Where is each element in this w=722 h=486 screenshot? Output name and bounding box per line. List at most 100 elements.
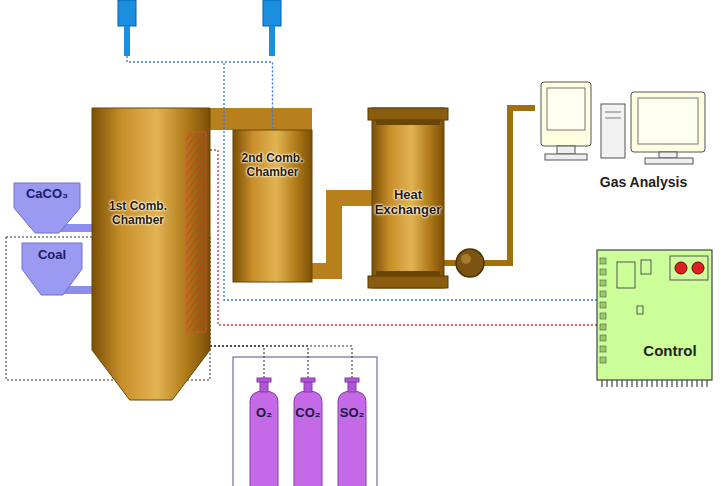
heat-exchanger: Heat Exchanger	[372, 108, 444, 288]
connector-pin	[626, 380, 627, 387]
panel-slot	[600, 258, 606, 264]
chamber-body	[233, 130, 312, 282]
flange	[368, 276, 448, 288]
connector-pin	[601, 380, 602, 387]
indicator-lamp	[675, 262, 687, 274]
node-label: 1st Comb. Chamber	[96, 200, 180, 228]
panel-slot	[600, 280, 606, 286]
node-shape	[292, 378, 324, 486]
connector-pin	[641, 380, 642, 387]
connector-pin	[701, 380, 702, 387]
panel-module	[637, 306, 643, 314]
panel-body	[597, 250, 712, 380]
control-panel: Control	[597, 250, 712, 380]
monitor-base	[545, 154, 587, 160]
exchanger-body	[372, 108, 444, 288]
monitor-stand	[557, 146, 575, 154]
connector-pin	[636, 380, 637, 387]
cylinder-valve	[260, 382, 268, 392]
monitor-base	[645, 158, 693, 164]
panel-slot	[600, 324, 606, 330]
panel-slot	[600, 346, 606, 352]
connector-pin	[661, 380, 662, 387]
panel-slot	[600, 291, 606, 297]
connector-pin	[696, 380, 697, 387]
actuator	[118, 0, 136, 26]
node-shape	[248, 378, 280, 486]
cylinder-valve	[348, 382, 356, 392]
flange	[368, 108, 448, 120]
connector-pin	[686, 380, 687, 387]
text-block: 2nd Comb. Chamber	[235, 152, 310, 180]
connector-pin	[671, 380, 672, 387]
panel-module	[617, 262, 635, 288]
gas-cylinder: O₂	[248, 378, 280, 486]
hopper: CaCO₃	[14, 183, 80, 233]
text-block: Gas Analysis	[575, 174, 712, 190]
gas-analyzer: Gas Analysis	[535, 78, 712, 196]
monitor-screen	[638, 98, 698, 144]
indicator-lamp	[692, 262, 704, 274]
connector-pin	[621, 380, 622, 387]
monitor	[631, 92, 705, 152]
drive-slot	[605, 118, 621, 119]
connector-pin	[666, 380, 667, 387]
connector-pin	[616, 380, 617, 387]
flange-ring	[376, 120, 440, 125]
node-label: Gas Analysis	[575, 174, 712, 190]
pump	[456, 249, 484, 277]
node-label: Coal	[22, 248, 82, 263]
heater-coil	[186, 132, 206, 332]
hopper-body	[22, 243, 82, 295]
node-label: CO₂	[292, 406, 324, 421]
text-block: Heat Exchanger	[374, 188, 442, 218]
actuator-stem	[124, 26, 130, 56]
connector-pin	[656, 380, 657, 387]
text-block: Coal	[22, 248, 82, 263]
panel-slot	[600, 313, 606, 319]
text-block: O₂	[248, 406, 280, 421]
text-block: Control	[631, 342, 709, 359]
pump-highlight	[461, 254, 471, 264]
cylinder-cap	[345, 378, 359, 382]
actuator-stem	[269, 26, 275, 56]
hopper-body	[14, 183, 80, 233]
node-label: Heat Exchanger	[374, 188, 442, 218]
connector	[210, 346, 264, 378]
panel-slot	[600, 357, 606, 363]
combustion-chamber: 2nd Comb. Chamber	[233, 130, 312, 282]
flange-ring	[376, 271, 440, 276]
gas-supply-frame	[233, 357, 377, 486]
node-shape	[597, 250, 712, 380]
monitor-stand	[659, 152, 677, 158]
drive-slot	[605, 112, 621, 113]
signal-line	[127, 56, 224, 62]
node-shape	[336, 378, 368, 486]
connector	[210, 346, 308, 378]
hopper: Coal	[22, 243, 82, 295]
monitor	[541, 82, 591, 146]
connector-pin	[691, 380, 692, 387]
computer-tower	[601, 104, 625, 158]
connector	[444, 108, 535, 263]
node-label: Control	[631, 342, 709, 359]
panel-slot	[600, 335, 606, 341]
indicator-frame	[670, 256, 708, 280]
node-label: SO₂	[336, 406, 368, 421]
text-block: 1st Comb. Chamber	[96, 200, 180, 228]
connector-pin	[651, 380, 652, 387]
monitor-screen	[547, 88, 585, 130]
node-shape	[92, 108, 210, 400]
panel-slot	[600, 302, 606, 308]
node-label: CaCO₃	[14, 187, 80, 202]
gas-cylinder: CO₂	[292, 378, 324, 486]
node-label: O₂	[248, 406, 280, 421]
text-block: SO₂	[336, 406, 368, 421]
cylinder-cap	[301, 378, 315, 382]
connector-pin	[706, 380, 707, 387]
connector-pin	[646, 380, 647, 387]
connector-pin	[681, 380, 682, 387]
connector-pin	[676, 380, 677, 387]
node-label: 2nd Comb. Chamber	[235, 152, 310, 180]
